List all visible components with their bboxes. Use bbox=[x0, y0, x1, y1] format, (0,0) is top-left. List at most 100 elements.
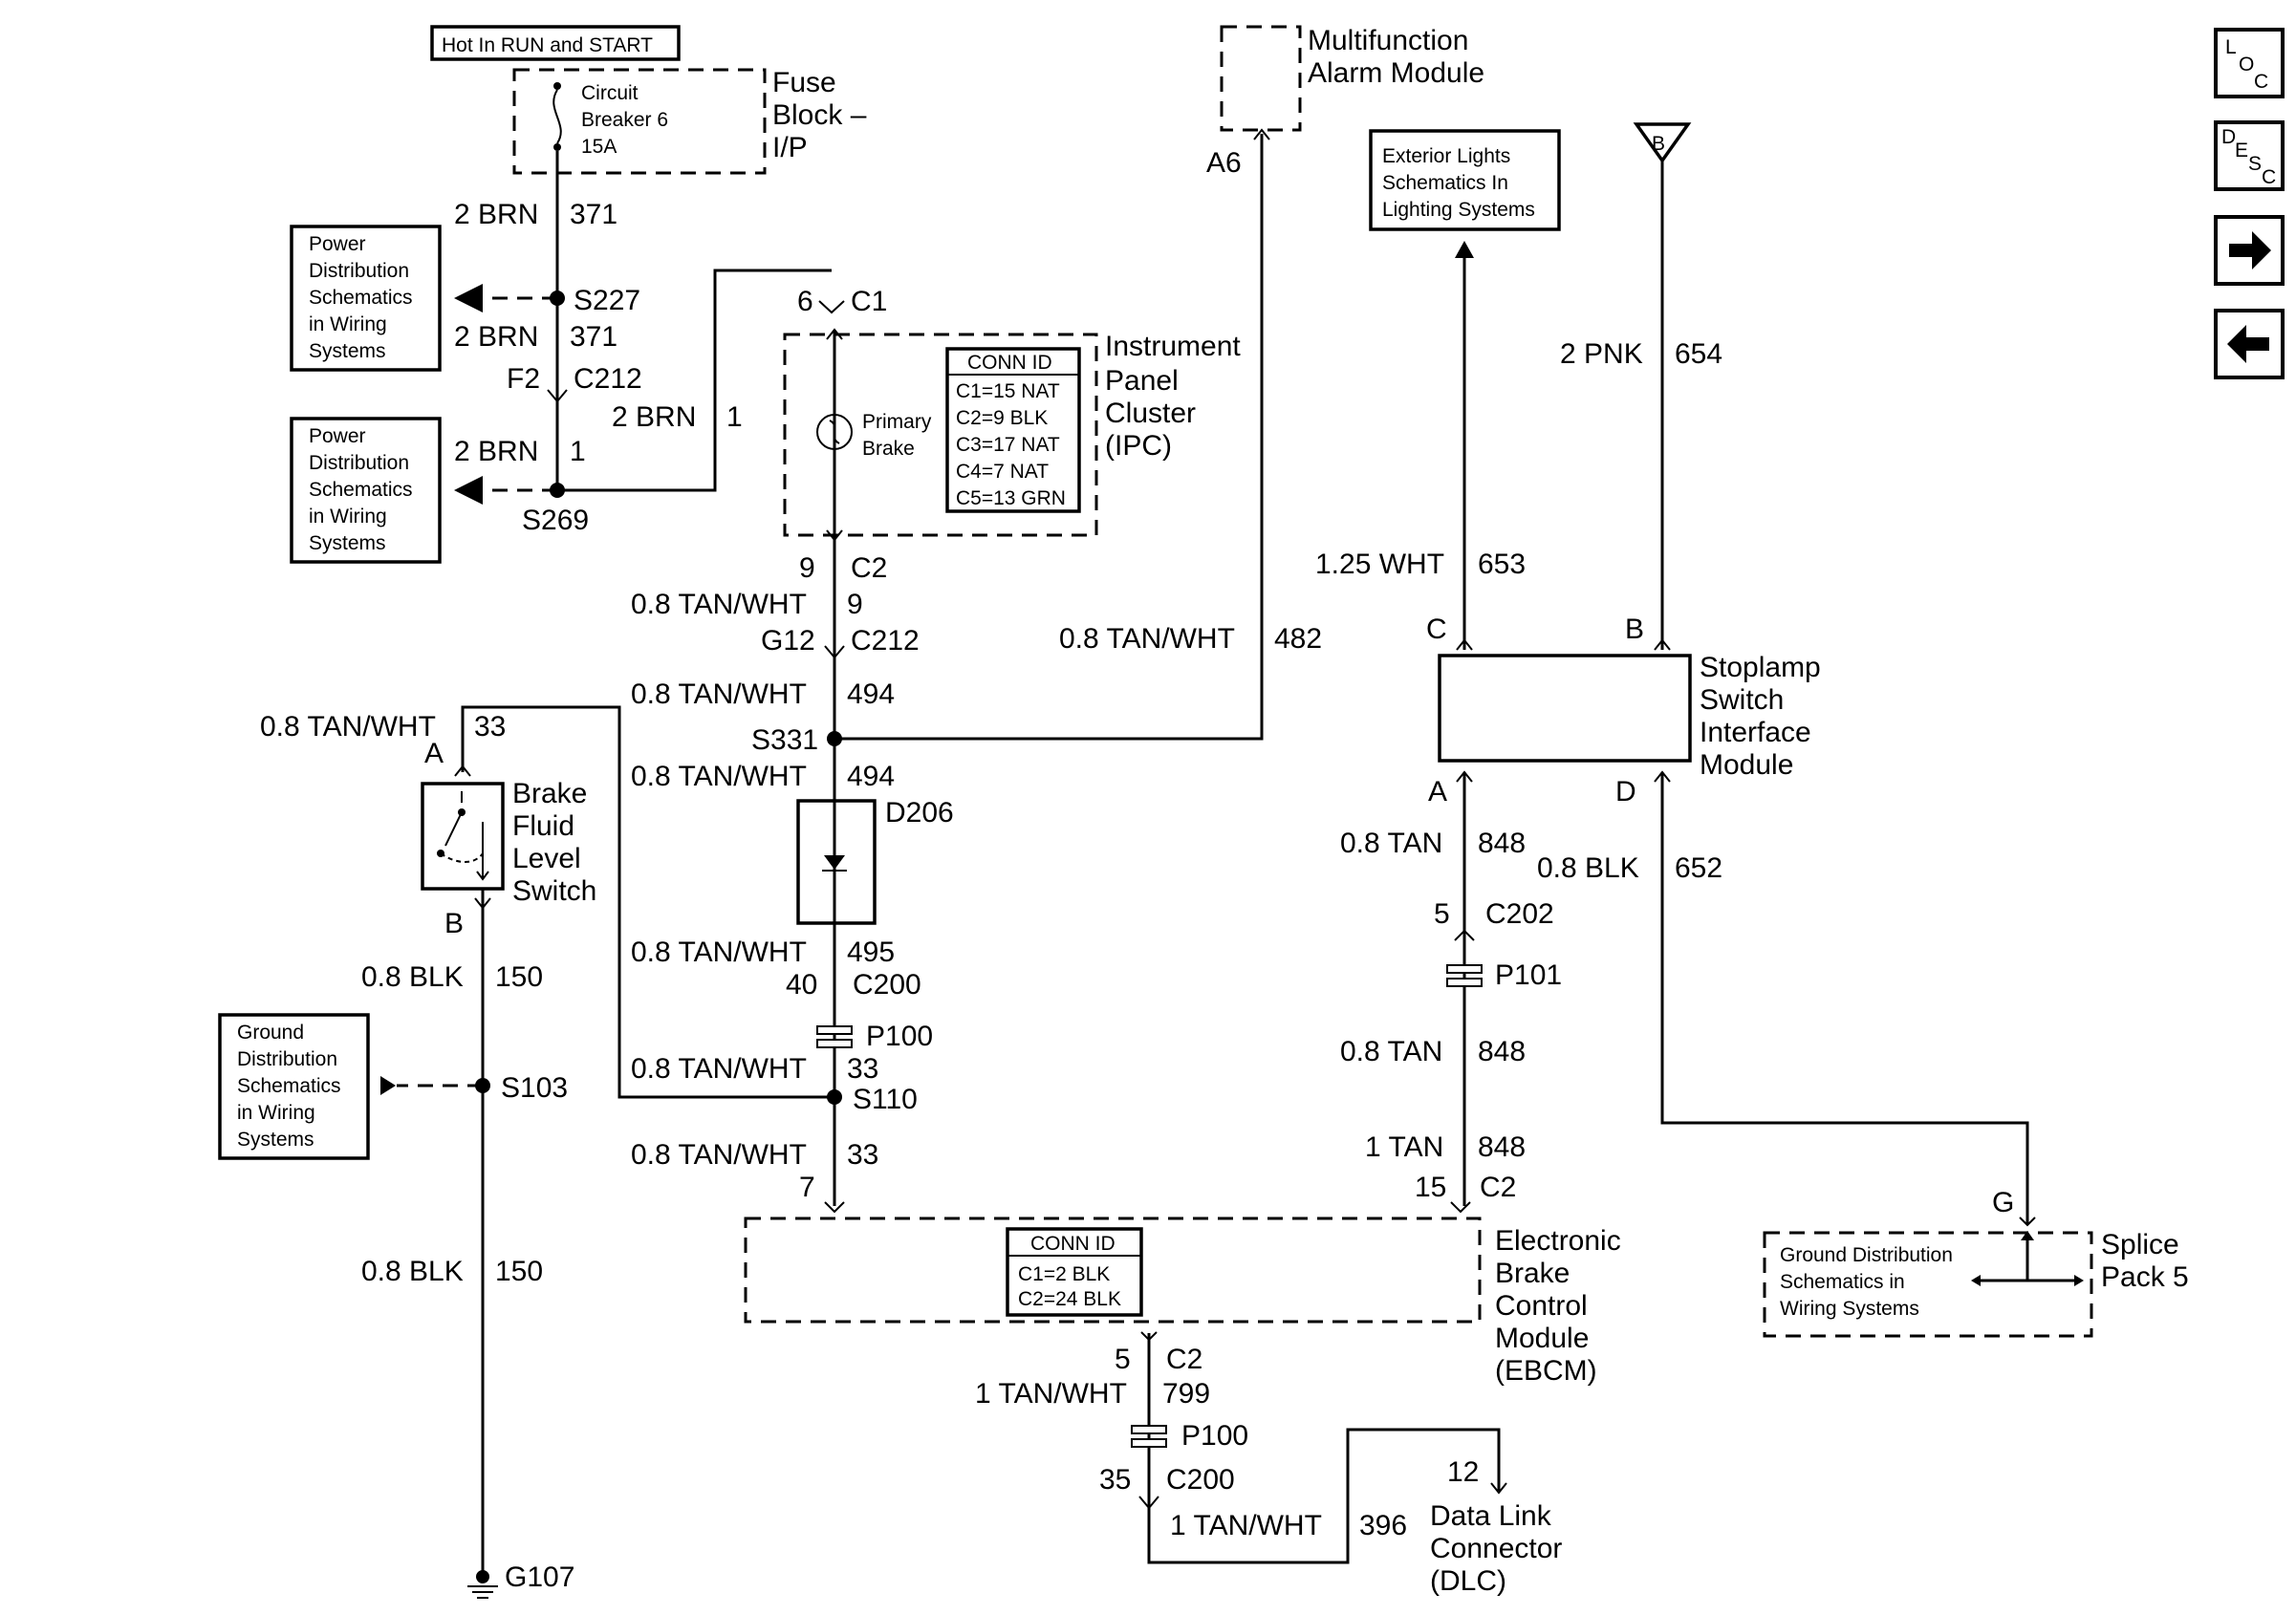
diagram-label: O bbox=[2239, 54, 2254, 75]
diagram-label: 0.8 TAN/WHT bbox=[631, 1053, 807, 1085]
diagram-label: CONN ID bbox=[1030, 1233, 1116, 1255]
diagram-label: Systems bbox=[237, 1129, 314, 1151]
diagram-label: Exterior Lights bbox=[1382, 145, 1510, 167]
diagram-label: Level bbox=[512, 843, 581, 874]
ground-g107-icon bbox=[467, 1570, 498, 1599]
diagram-label: 2 PNK bbox=[1560, 338, 1643, 370]
power-distribution-ref-2[interactable]: Power Distribution Schematics in Wiring … bbox=[290, 417, 442, 564]
multifunction-alarm-module: Multifunction Alarm Module bbox=[1220, 25, 1484, 132]
diagram-label: B bbox=[1625, 614, 1644, 645]
diagram-label: Switch bbox=[512, 875, 596, 907]
diagram-label: C2=9 BLK bbox=[956, 407, 1048, 429]
loc-button[interactable]: L O C bbox=[2214, 28, 2285, 98]
diagram-label: Control bbox=[1495, 1290, 1588, 1322]
exterior-lights-ref[interactable]: Exterior Lights Schematics In Lighting S… bbox=[1369, 129, 1561, 231]
diagram-label: 848 bbox=[1478, 1036, 1526, 1067]
diagram-label: Stoplamp bbox=[1700, 652, 1821, 683]
diagram-label: Distribution bbox=[309, 260, 409, 282]
diagram-label: 654 bbox=[1675, 338, 1722, 370]
diagram-label: Interface bbox=[1700, 717, 1811, 748]
diagram-label: Circuit bbox=[581, 82, 639, 104]
diagram-label: C3=17 NAT bbox=[956, 434, 1060, 456]
diagram-label: Systems bbox=[309, 340, 386, 362]
diagram-label: 652 bbox=[1675, 852, 1722, 884]
diagram-label: 0.8 BLK bbox=[361, 1256, 464, 1287]
diagram-label: Power bbox=[309, 425, 366, 447]
diagram-label: Instrument bbox=[1105, 331, 1241, 362]
diagram-label: (IPC) bbox=[1105, 430, 1172, 462]
diagram-label: Schematics bbox=[309, 287, 413, 309]
diagram-label: Electronic bbox=[1495, 1225, 1621, 1257]
diagram-label: Brake bbox=[1495, 1258, 1570, 1289]
back-button[interactable] bbox=[2214, 309, 2285, 379]
diagram-label: S269 bbox=[522, 505, 589, 536]
diagram-label: 1 TAN bbox=[1365, 1131, 1443, 1163]
diagram-label: 2 BRN bbox=[612, 401, 696, 433]
diagram-label: 0.8 TAN/WHT bbox=[631, 589, 807, 620]
power-distribution-ref-1[interactable]: Power Distribution Schematics in Wiring … bbox=[290, 225, 442, 372]
diagram-label: Module bbox=[1495, 1323, 1589, 1354]
diagram-label: C1 bbox=[851, 286, 887, 317]
diagram-label: 35 bbox=[1099, 1464, 1131, 1496]
diagram-label: 1 bbox=[570, 436, 586, 467]
diagram-label: Hot In RUN and START bbox=[442, 34, 653, 56]
diagram-label: 0.8 BLK bbox=[1537, 852, 1639, 884]
diagram-label: C bbox=[1426, 614, 1447, 645]
diagram-label: 0.8 TAN/WHT bbox=[631, 678, 807, 710]
diagram-label: 2 BRN bbox=[454, 321, 538, 353]
diagram-label: C1=15 NAT bbox=[956, 380, 1060, 402]
diagram-label: C4=7 NAT bbox=[956, 461, 1049, 483]
primary-brake-switch-icon bbox=[816, 414, 853, 450]
diagram-label: 0.8 TAN bbox=[1340, 1036, 1442, 1067]
diagram-label: G bbox=[1992, 1187, 2014, 1218]
diagram-label: Ground bbox=[237, 1022, 304, 1044]
diagram-label: 494 bbox=[847, 761, 895, 792]
diagram-label: 9 bbox=[847, 589, 863, 620]
diagram-label: S110 bbox=[853, 1084, 918, 1115]
diagram-label: S bbox=[2248, 153, 2262, 175]
diagram-label: E bbox=[2235, 140, 2248, 162]
diagram-label: Schematics In bbox=[1382, 172, 1508, 194]
diagram-label: C2 bbox=[1166, 1344, 1202, 1375]
diagram-label: A bbox=[1428, 776, 1447, 808]
diagram-label: C1=2 BLK bbox=[1018, 1263, 1110, 1285]
diagram-label: D bbox=[2221, 126, 2236, 148]
diagram-label: 1 TAN/WHT bbox=[975, 1378, 1127, 1410]
diagram-label: A6 bbox=[1206, 147, 1242, 179]
diagram-label: Primary bbox=[862, 411, 932, 433]
diagram-label: L bbox=[2225, 36, 2237, 58]
ebcm-conn-id-table: CONN ID C1=2 BLK C2=24 BLK bbox=[1006, 1227, 1143, 1317]
connector-p100-icon bbox=[816, 1025, 853, 1048]
diagram-label: G12 bbox=[761, 625, 815, 657]
diagram-label: Lighting Systems bbox=[1382, 199, 1535, 221]
ground-distribution-ref[interactable]: Ground Distribution Schematics in Wiring… bbox=[218, 1013, 370, 1160]
diagram-label: 653 bbox=[1478, 549, 1526, 580]
diagram-label: 371 bbox=[570, 199, 617, 230]
diagram-label: in Wiring bbox=[309, 313, 387, 335]
diagram-label: Schematics bbox=[237, 1075, 341, 1097]
diagram-label: Ground Distribution bbox=[1780, 1244, 1953, 1266]
diagram-label: S331 bbox=[751, 724, 818, 756]
diagram-label: Connector bbox=[1430, 1533, 1562, 1564]
diagram-label: CONN ID bbox=[967, 352, 1052, 374]
diagram-label: 12 bbox=[1447, 1456, 1479, 1488]
diagram-label: 495 bbox=[847, 937, 895, 968]
desc-button[interactable]: D E S C bbox=[2214, 120, 2285, 191]
diagram-label: 482 bbox=[1274, 623, 1322, 655]
diagram-label: 799 bbox=[1162, 1378, 1210, 1410]
diagram-label: 9 bbox=[799, 552, 815, 584]
diagram-label: 371 bbox=[570, 321, 617, 353]
diagram-label: 15 bbox=[1415, 1172, 1446, 1203]
diagram-label: Schematics bbox=[309, 479, 413, 501]
diagram-label: Wiring Systems bbox=[1780, 1298, 1919, 1320]
stoplamp-switch-interface-module: Stoplamp Switch Interface Module bbox=[1438, 652, 1821, 781]
diagram-label: in Wiring bbox=[309, 506, 387, 528]
diagram-label: 2 BRN bbox=[454, 436, 538, 467]
diagram-label: Module bbox=[1700, 749, 1793, 781]
diagram-label: 0.8 TAN bbox=[1340, 828, 1442, 859]
diagram-label: 2 BRN bbox=[454, 199, 538, 230]
connector-p101-icon bbox=[1446, 964, 1483, 987]
next-button[interactable] bbox=[2214, 215, 2285, 286]
diagram-label: Brake bbox=[512, 778, 587, 809]
diagram-label: Power bbox=[309, 233, 366, 255]
